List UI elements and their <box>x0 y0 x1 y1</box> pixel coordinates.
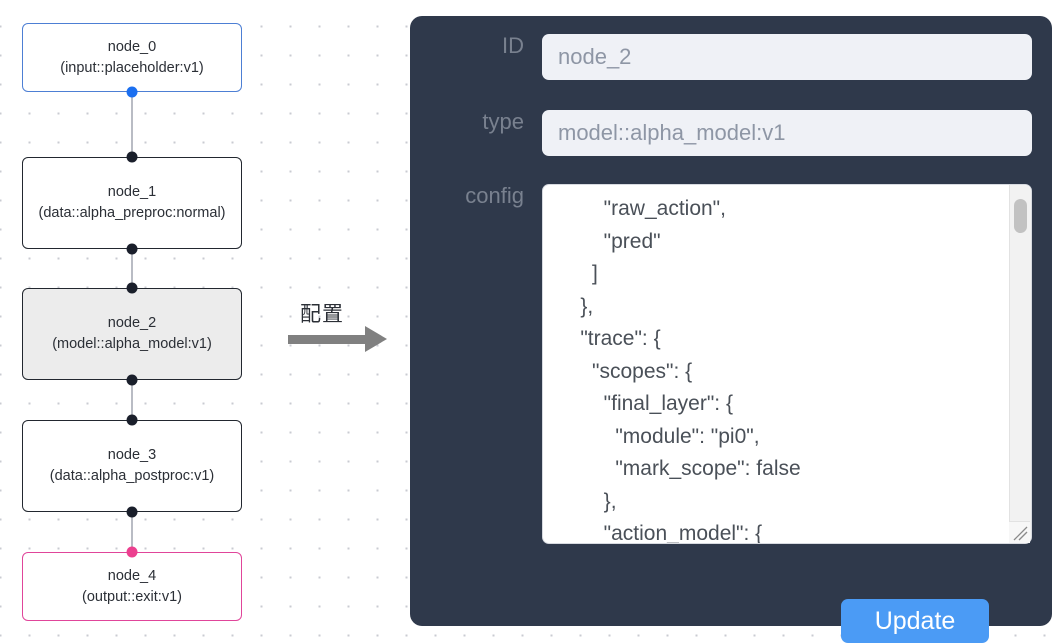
node-type-label: (data::alpha_postproc:v1) <box>49 468 215 484</box>
node_3-target-handle[interactable] <box>126 414 138 426</box>
graph-node-node_3[interactable]: node_3 (data::alpha_postproc:v1) <box>22 420 242 512</box>
field-row-type: type <box>422 109 1032 156</box>
type-input[interactable] <box>542 110 1032 156</box>
graph-node-node_4[interactable]: node_4 (output::exit:v1) <box>22 552 242 621</box>
node_2-source-handle[interactable] <box>126 374 138 386</box>
node-config-panel: ID type config "raw_action", "pred" ] },… <box>410 16 1052 643</box>
update-button[interactable]: Update <box>841 599 989 643</box>
edge-node3-node4 <box>131 512 133 552</box>
field-row-config: config "raw_action", "pred" ] }, "trace"… <box>422 183 1032 544</box>
node-id-label: node_2 <box>107 315 157 332</box>
config-textarea-wrapper: "raw_action", "pred" ] }, "trace": { "sc… <box>542 184 1032 544</box>
node-type-label: (output::exit:v1) <box>82 588 182 605</box>
config-scrollbar-thumb[interactable] <box>1014 199 1027 233</box>
graph-node-node_1[interactable]: node_1 (data::alpha_preproc:normal) <box>22 157 242 249</box>
node-id-label: node_4 <box>107 567 157 584</box>
edge-node0-node1 <box>131 92 133 157</box>
node_1-target-handle[interactable] <box>126 151 138 163</box>
config-field-label: config <box>465 183 524 208</box>
configure-annotation: 配置 <box>288 298 396 362</box>
edge-node2-node3 <box>131 380 133 420</box>
id-field-label: ID <box>502 33 524 58</box>
node_3-source-handle[interactable] <box>126 506 138 518</box>
config-scrollbar[interactable] <box>1009 185 1031 543</box>
id-input[interactable] <box>542 34 1032 80</box>
node_1-source-handle[interactable] <box>126 243 138 255</box>
type-field-label: type <box>482 109 524 134</box>
node_0-source-handle[interactable] <box>126 86 138 98</box>
graph-node-node_0[interactable]: node_0 (input::placeholder:v1) <box>22 23 242 92</box>
resize-grip-icon[interactable] <box>1009 521 1030 543</box>
node_2-target-handle[interactable] <box>126 282 138 294</box>
config-textarea[interactable]: "raw_action", "pred" ] }, "trace": { "sc… <box>542 184 1032 544</box>
node-id-label: node_3 <box>107 447 157 464</box>
field-row-id: ID <box>422 33 1032 80</box>
node-id-label: node_0 <box>107 38 157 55</box>
node-type-label: (model::alpha_model:v1) <box>52 336 212 352</box>
node-id-label: node_1 <box>107 184 157 201</box>
right-arrow-icon <box>288 335 366 344</box>
node-type-label: (data::alpha_preproc:normal) <box>38 205 226 221</box>
edge-node1-node2 <box>131 249 133 288</box>
node-type-label: (input::placeholder:v1) <box>60 59 204 76</box>
right-arrow-head-icon <box>365 326 387 352</box>
annotation-label: 配置 <box>300 303 344 326</box>
node_4-target-handle[interactable] <box>126 546 138 558</box>
graph-node-node_2[interactable]: node_2 (model::alpha_model:v1) <box>22 288 242 380</box>
